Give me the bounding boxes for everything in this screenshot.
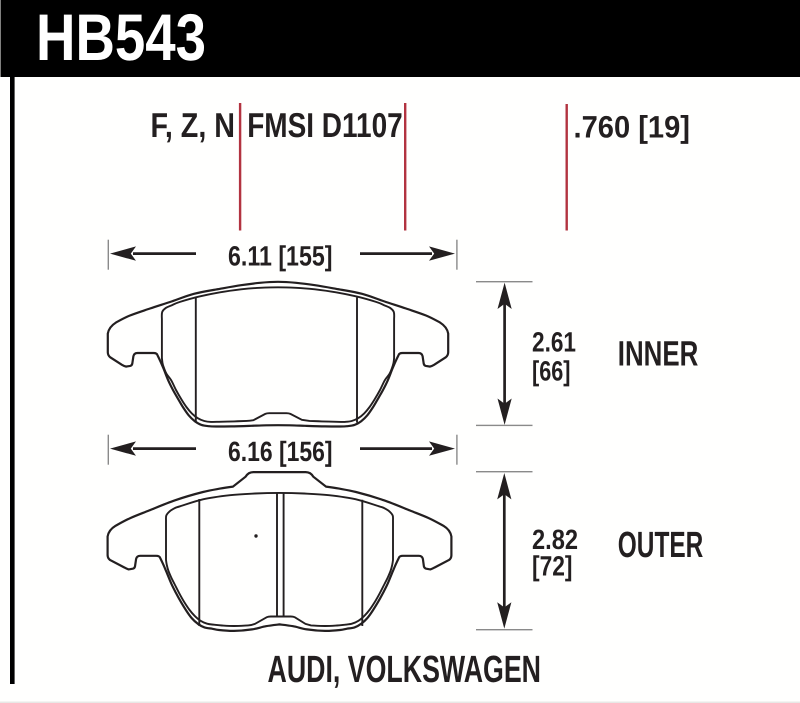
- svg-text:.760 [19]: .760 [19]: [574, 110, 691, 145]
- svg-text:HB543: HB543: [36, 0, 206, 74]
- svg-text:[66]: [66]: [532, 356, 571, 387]
- svg-text:INNER: INNER: [618, 335, 699, 374]
- svg-text:6.11 [155]: 6.11 [155]: [228, 241, 333, 272]
- svg-text:2.61: 2.61: [532, 327, 576, 358]
- svg-text:2.82: 2.82: [532, 524, 578, 555]
- svg-text:6.16 [156]: 6.16 [156]: [228, 436, 333, 467]
- svg-text:FMSI D1107: FMSI D1107: [247, 107, 403, 145]
- svg-text:AUDI, VOLKSWAGEN: AUDI, VOLKSWAGEN: [268, 649, 542, 691]
- svg-text:[72]: [72]: [532, 551, 573, 582]
- svg-text:F, Z, N: F, Z, N: [151, 107, 236, 145]
- svg-text:OUTER: OUTER: [618, 524, 704, 565]
